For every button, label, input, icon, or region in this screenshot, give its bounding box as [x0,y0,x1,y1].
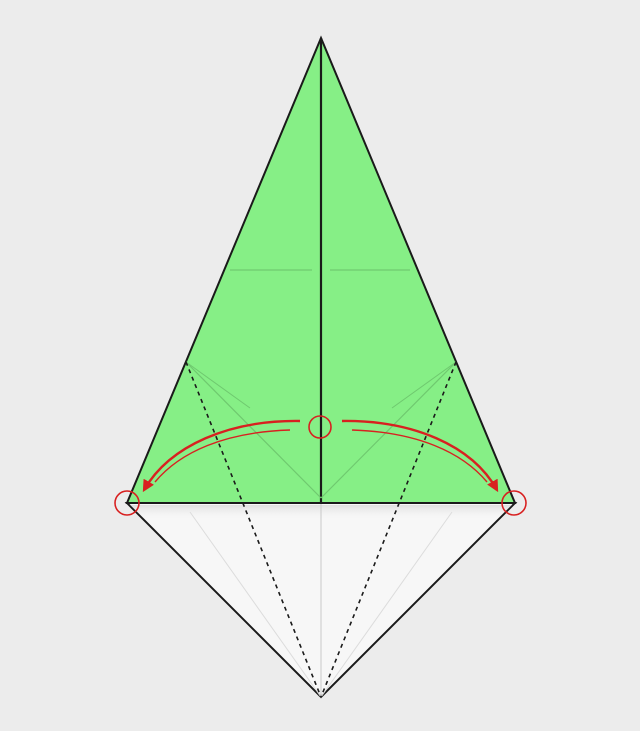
crease-line-left-short [185,361,251,409]
crease-line-left-lower [189,511,322,698]
fold-arrow-right-inner-icon [351,429,488,483]
fold-arrow-left-inner-icon [154,429,291,483]
crease-line-right-lower [320,511,453,698]
crease-line-left-diagonal [185,361,322,499]
crease-line-right-short [391,361,457,409]
left-corner-circle-icon [114,490,140,516]
right-corner-circle-icon [501,490,527,516]
crease-line-right-diagonal [320,361,457,499]
fold-arrow-right-icon [341,419,499,493]
center-point-circle-icon [308,415,332,439]
fold-arrow-left-icon [142,419,301,493]
